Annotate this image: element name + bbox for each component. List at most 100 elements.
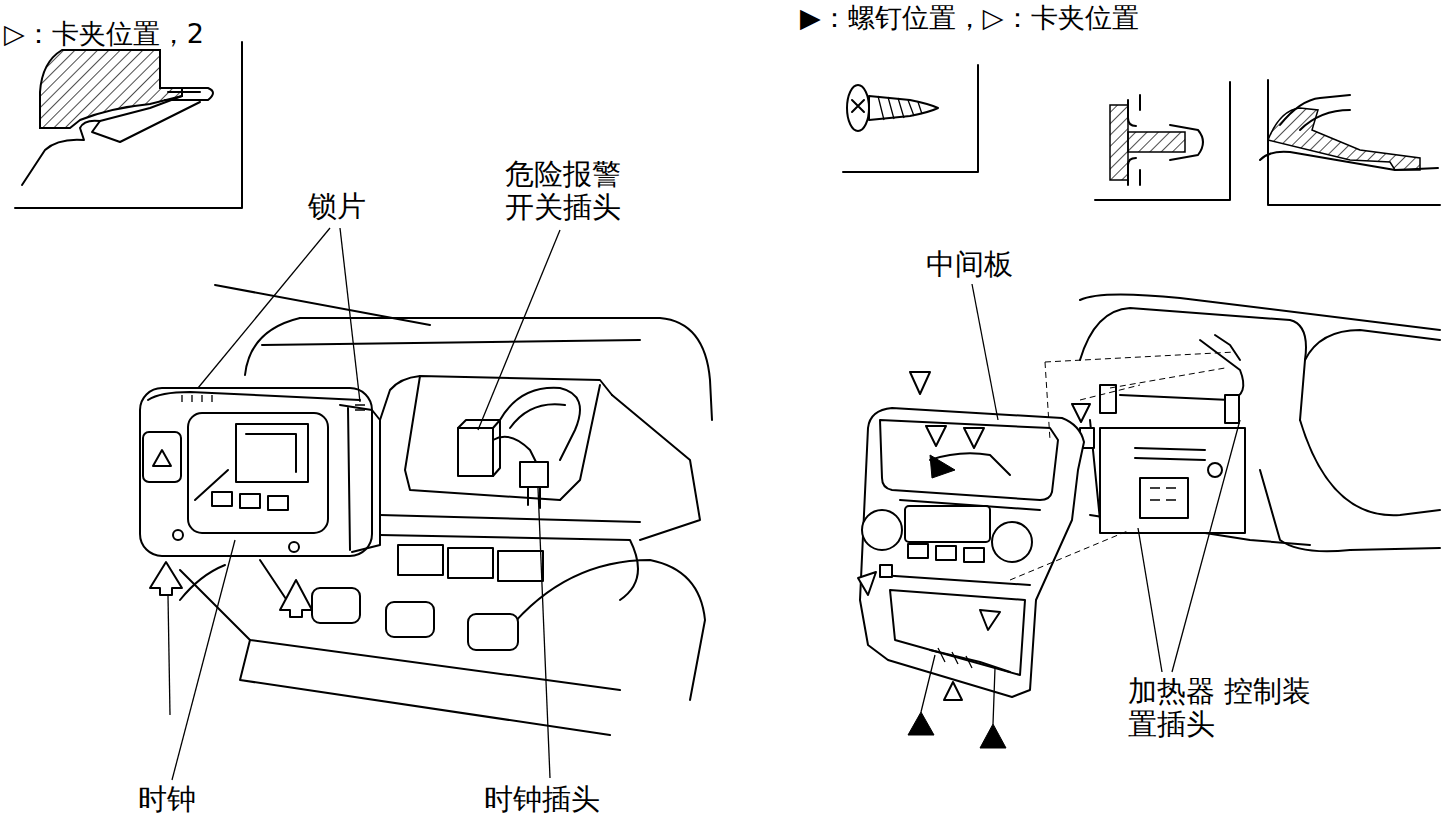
dashboard-right-part bbox=[1260, 470, 1440, 551]
dashboard-left-part bbox=[180, 560, 290, 605]
screw-inset bbox=[843, 65, 978, 172]
center-panel-part bbox=[964, 548, 984, 562]
center-panel-part bbox=[938, 648, 972, 668]
dashboard-left-part bbox=[448, 548, 493, 578]
center-panel-part bbox=[921, 655, 995, 724]
dashboard-left-part bbox=[143, 432, 181, 482]
center-panel-part bbox=[890, 590, 1025, 675]
dashboard-left-part bbox=[212, 492, 232, 506]
dashboard-left-part bbox=[500, 388, 580, 460]
dashboard-right-part bbox=[1300, 420, 1440, 515]
part-label: 时钟插头 bbox=[484, 783, 600, 816]
clip-inset-right-part bbox=[1110, 105, 1128, 180]
dashboard-right bbox=[1080, 294, 1440, 551]
dashboard-right-part bbox=[1120, 340, 1243, 400]
dashboard-left-part bbox=[148, 392, 360, 400]
clip-inset-right-part bbox=[1095, 82, 1230, 200]
dashboard-left-part bbox=[380, 515, 640, 522]
dashboard-left-part bbox=[173, 530, 183, 540]
center-panel-part bbox=[936, 546, 956, 560]
dashboard-left-part bbox=[498, 551, 543, 581]
dashboard-right-part bbox=[1080, 308, 1306, 420]
dashboard-right-part bbox=[1135, 448, 1205, 460]
dashboard-left-part bbox=[268, 496, 288, 510]
dashboard-right-part bbox=[1225, 395, 1239, 423]
center-panel-part bbox=[992, 522, 1032, 562]
clip-inset-far-right-part bbox=[1260, 152, 1438, 170]
center-panel-part bbox=[1172, 420, 1240, 672]
dashboard-left-part bbox=[340, 405, 380, 552]
dashboard-left-part bbox=[312, 588, 360, 623]
dashboard-right-part bbox=[1305, 330, 1440, 360]
screw-inset-part bbox=[847, 85, 869, 131]
screw-inset-part bbox=[843, 65, 978, 172]
center-panel-part bbox=[860, 408, 1084, 697]
dashboard-left-part bbox=[172, 540, 235, 780]
dashboard-right-part bbox=[1140, 478, 1188, 518]
dashboard-left-part bbox=[612, 395, 700, 540]
dashboard-left-part bbox=[245, 318, 300, 375]
dashboard-left-part bbox=[405, 376, 560, 500]
dashboard-left-part bbox=[340, 228, 360, 402]
dashboard-left-part bbox=[153, 450, 171, 466]
part-label: 加热器 控制装置插头 bbox=[1128, 675, 1324, 742]
dashboard-right-part bbox=[1215, 335, 1240, 360]
clip-inset-far-right bbox=[1260, 80, 1440, 205]
center-panel-part bbox=[1110, 368, 1225, 388]
dashboard-left-part bbox=[168, 596, 170, 715]
center-panel-part bbox=[1010, 530, 1130, 580]
dashboard-left-part bbox=[398, 545, 443, 575]
center-panel-part bbox=[1045, 362, 1050, 440]
clip-inset-right-part bbox=[1170, 125, 1203, 160]
clip-inset-left-part bbox=[160, 88, 213, 100]
clip-inset-far-right-part bbox=[1268, 80, 1440, 205]
center-panel-part bbox=[880, 565, 892, 577]
center-panel-part bbox=[908, 544, 928, 558]
dashboard-left-part bbox=[240, 494, 260, 508]
dashboard-left-part bbox=[240, 640, 610, 735]
center-panel-part bbox=[880, 420, 1058, 500]
dashboard-left-part bbox=[150, 562, 182, 595]
part-label: ▷：卡夹位置，2 bbox=[4, 18, 204, 49]
center-panel-part bbox=[858, 572, 876, 595]
center-panel-part bbox=[980, 610, 1000, 630]
clip-inset-left-part bbox=[92, 102, 200, 142]
dashboard-left-part bbox=[236, 424, 308, 482]
center-panel-part bbox=[1072, 404, 1090, 422]
dashboard-right-part bbox=[1100, 385, 1116, 413]
center-panel-part bbox=[1138, 528, 1162, 672]
dashboard-left-part bbox=[355, 405, 365, 410]
dashboard-left-part bbox=[182, 395, 212, 402]
clip-inset-left bbox=[15, 42, 242, 208]
dashboard-left-part bbox=[458, 428, 493, 476]
dashboard-left-part bbox=[538, 488, 550, 778]
screw-inset-part bbox=[869, 96, 938, 120]
dashboard-right-part bbox=[1080, 294, 1440, 330]
dashboard-left-part bbox=[478, 230, 560, 430]
center-panel-part bbox=[862, 510, 902, 550]
center-panel-part bbox=[944, 682, 962, 700]
dashboard-left-part bbox=[198, 228, 330, 388]
dashboard-left-part bbox=[520, 462, 548, 487]
center-panel-part bbox=[1080, 385, 1140, 400]
dashboard-left-part bbox=[195, 470, 228, 500]
clip-inset-right-part bbox=[1139, 95, 1141, 185]
center-panel-part bbox=[930, 455, 955, 478]
center-panel-part bbox=[980, 724, 1006, 748]
center-panel-part bbox=[1045, 352, 1235, 362]
dashboard-left-part bbox=[140, 388, 372, 556]
part-label: 中间板 bbox=[926, 248, 1013, 281]
center-panel-part bbox=[964, 428, 984, 448]
dashboard-right-part bbox=[1208, 463, 1222, 477]
dashboard-left-part bbox=[348, 408, 350, 550]
dashboard-left-part bbox=[280, 580, 312, 617]
clip-inset-left-part bbox=[168, 91, 200, 93]
dashboard-left-part bbox=[510, 404, 565, 428]
clip-inset-left-part bbox=[22, 96, 182, 185]
dashboard-left bbox=[140, 228, 712, 780]
center-panel-part bbox=[926, 426, 946, 446]
dashboard-left-part bbox=[289, 542, 299, 552]
screw-inset-part bbox=[878, 96, 922, 120]
dashboard-left-part bbox=[246, 434, 296, 472]
